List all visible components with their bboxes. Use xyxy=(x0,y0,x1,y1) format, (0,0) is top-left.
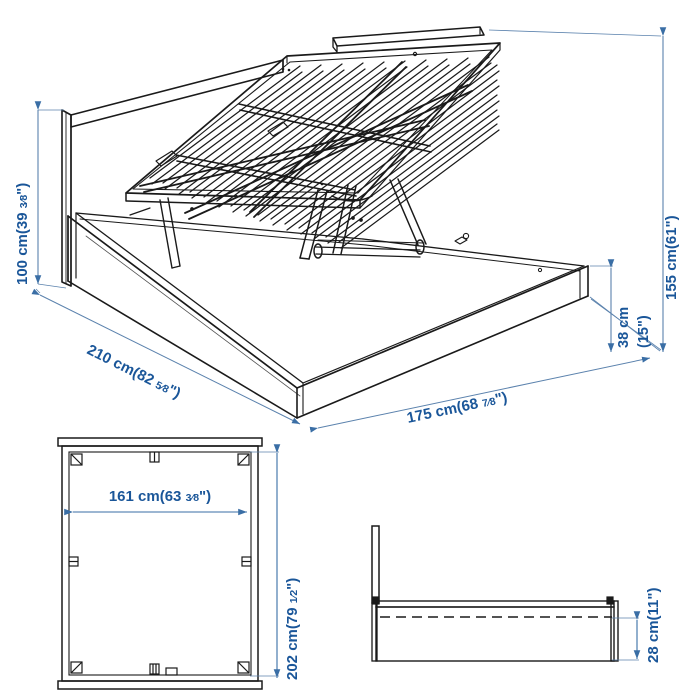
dim-imp-210-num: 5 xyxy=(153,379,164,392)
dim-frame-side-height: 38 cm (15") xyxy=(589,259,661,352)
dim-metric-100: 100 cm xyxy=(14,234,31,285)
dim-imp-210-den: 8 xyxy=(160,383,171,396)
top-view-corner-fittings xyxy=(70,453,250,674)
dim-label-frame-side-height-line1: 38 cm xyxy=(616,307,632,348)
dim-outer-length-top: 202 cm(79 1⁄2") xyxy=(250,444,301,680)
dim-imp-161-den: 8 xyxy=(193,492,199,504)
dim-imp-28: (11") xyxy=(645,587,662,620)
dim-imp-175-den: 8 xyxy=(489,395,497,408)
dim-label-inner-width: 161 cm(63 3⁄8") xyxy=(109,488,211,505)
dim-storage-depth: 28 cm(11") xyxy=(612,587,662,663)
dim-label-open-height: 155 cm(61") xyxy=(663,215,680,300)
dim-imp-100-whole: (39 xyxy=(14,208,31,234)
top-view-footboard xyxy=(57,680,263,690)
side-view xyxy=(371,525,619,662)
dim-label-outer-length-top: 202 cm(79 1⁄2") xyxy=(284,578,301,680)
dim-line-overall-width xyxy=(309,356,651,433)
side-view-body xyxy=(375,606,615,662)
dim-imp-100-num: 3 xyxy=(18,202,30,208)
dim-imp-100-tail: ") xyxy=(14,183,31,195)
dim-imp-161-tail: ") xyxy=(199,488,211,505)
dim-metric-202: 202 cm xyxy=(284,629,301,680)
dim-imp-210-slash: ⁄ xyxy=(157,381,168,394)
side-view-left-end xyxy=(371,602,378,662)
side-view-right-fitting xyxy=(606,596,614,605)
top-view xyxy=(57,437,263,690)
dim-imp-202-tail: ") xyxy=(284,578,301,590)
dim-imp-100-den: 8 xyxy=(18,195,30,201)
dim-line-overall-length xyxy=(31,288,301,425)
dim-metric-28: 28 cm xyxy=(645,620,662,663)
dim-imp-202-whole: (79 xyxy=(284,603,301,629)
dim-imp-175-num: 7 xyxy=(481,397,489,410)
dim-imp-175-whole: (68 xyxy=(455,394,484,416)
slatted-base xyxy=(125,26,501,249)
dim-label-storage-depth: 28 cm(11") xyxy=(645,587,662,663)
top-view-mid-fittings xyxy=(68,451,252,676)
dim-metric-155: 155 cm xyxy=(663,249,680,300)
headboard xyxy=(61,59,284,287)
dim-headboard-height: 100 cm(39 3⁄8") xyxy=(14,101,67,289)
dim-inner-width: 161 cm(63 3⁄8") xyxy=(64,488,247,516)
dim-label-headboard-height: 100 cm(39 3⁄8") xyxy=(14,183,31,285)
side-view-right-end xyxy=(610,600,619,662)
dim-imp-161-num: 3 xyxy=(186,492,192,504)
dim-imp-161-whole: (63 xyxy=(160,488,186,505)
dim-imp-175-slash: ⁄ xyxy=(485,396,493,409)
dim-imp-155: (61") xyxy=(663,215,680,249)
dim-label-frame-side-height-line2: (15") xyxy=(636,315,652,348)
dim-imp-100-slash: ⁄ xyxy=(18,198,30,204)
dim-open-height: 155 cm(61") xyxy=(488,27,680,352)
dim-imp-202-den: 2 xyxy=(288,590,300,596)
dim-imp-175-tail: ") xyxy=(494,389,509,408)
dim-metric-161: 161 cm xyxy=(109,488,160,505)
dim-imp-161-slash: ⁄ xyxy=(189,492,195,504)
dim-imp-202-slash: ⁄ xyxy=(288,593,300,599)
dim-imp-202-num: 1 xyxy=(288,597,300,603)
